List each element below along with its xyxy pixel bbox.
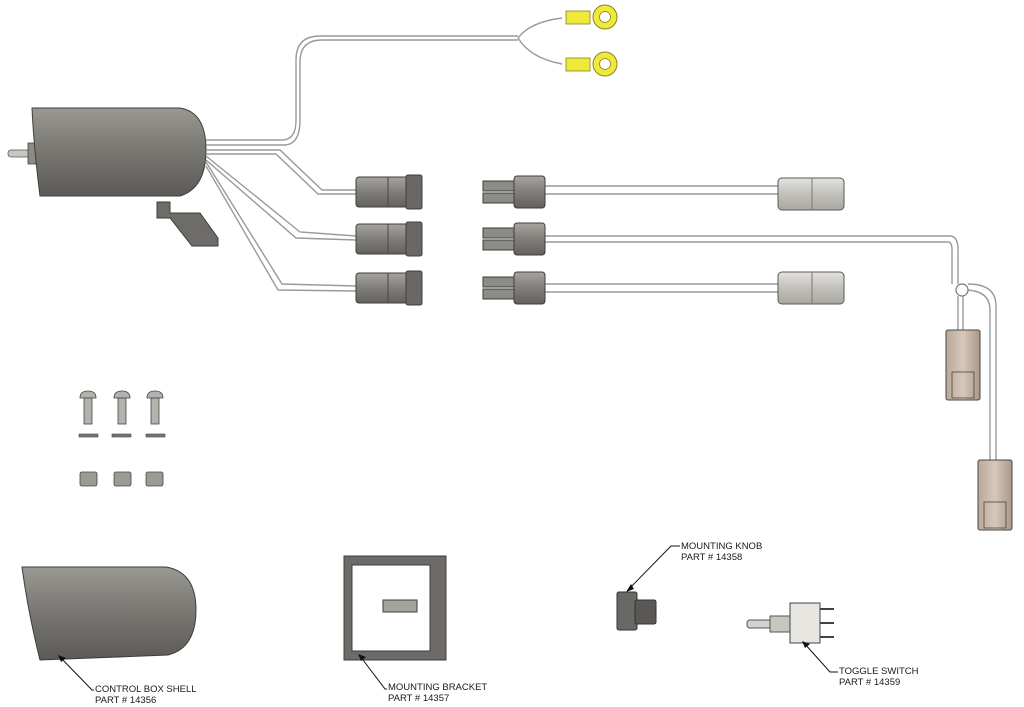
control-box-shell: [21, 566, 197, 661]
control-box-body: [31, 107, 207, 197]
bracket-label: MOUNTING BRACKET: [388, 682, 487, 693]
end-connector-1: [777, 177, 845, 211]
mounting-knob: [616, 591, 657, 631]
ring-terminal-2: [565, 51, 618, 77]
plug-connector-2: [482, 222, 546, 256]
shell-label: CONTROL BOX SHELL: [95, 684, 197, 695]
wire-harness: [205, 17, 997, 460]
ring-terminal-1: [565, 4, 618, 30]
end-connector-3: [777, 271, 845, 305]
tan-connector-1: [945, 329, 981, 401]
toggle-part-number: PART # 14359: [839, 677, 900, 688]
receptacle-connector-1: [355, 174, 423, 210]
hardware-screws: [79, 390, 164, 425]
receptacle-connector-3: [355, 270, 423, 306]
hardware-nuts: [79, 471, 164, 487]
shell-part-number: PART # 14356: [95, 695, 156, 706]
tan-connector-2: [977, 459, 1013, 531]
callout-leaders: [59, 545, 838, 691]
mount-tab: [156, 201, 219, 247]
knob-label: MOUNTING KNOB: [681, 541, 762, 552]
bracket-part-number: PART # 14357: [388, 693, 449, 704]
receptacle-connector-2: [355, 221, 423, 257]
knob-part-number: PART # 14358: [681, 552, 742, 563]
leader-arrowheads: [58, 584, 810, 662]
plug-connector-3: [482, 271, 546, 305]
toggle-lever: [7, 149, 31, 158]
splice-point: [955, 283, 969, 297]
mounting-bracket: [343, 555, 447, 661]
plug-connector-1: [482, 175, 546, 209]
hardware-washers: [78, 433, 166, 438]
control-box-assembly: [7, 107, 219, 247]
toggle-label: TOGGLE SWITCH: [839, 666, 919, 677]
toggle-switch: [746, 602, 834, 644]
